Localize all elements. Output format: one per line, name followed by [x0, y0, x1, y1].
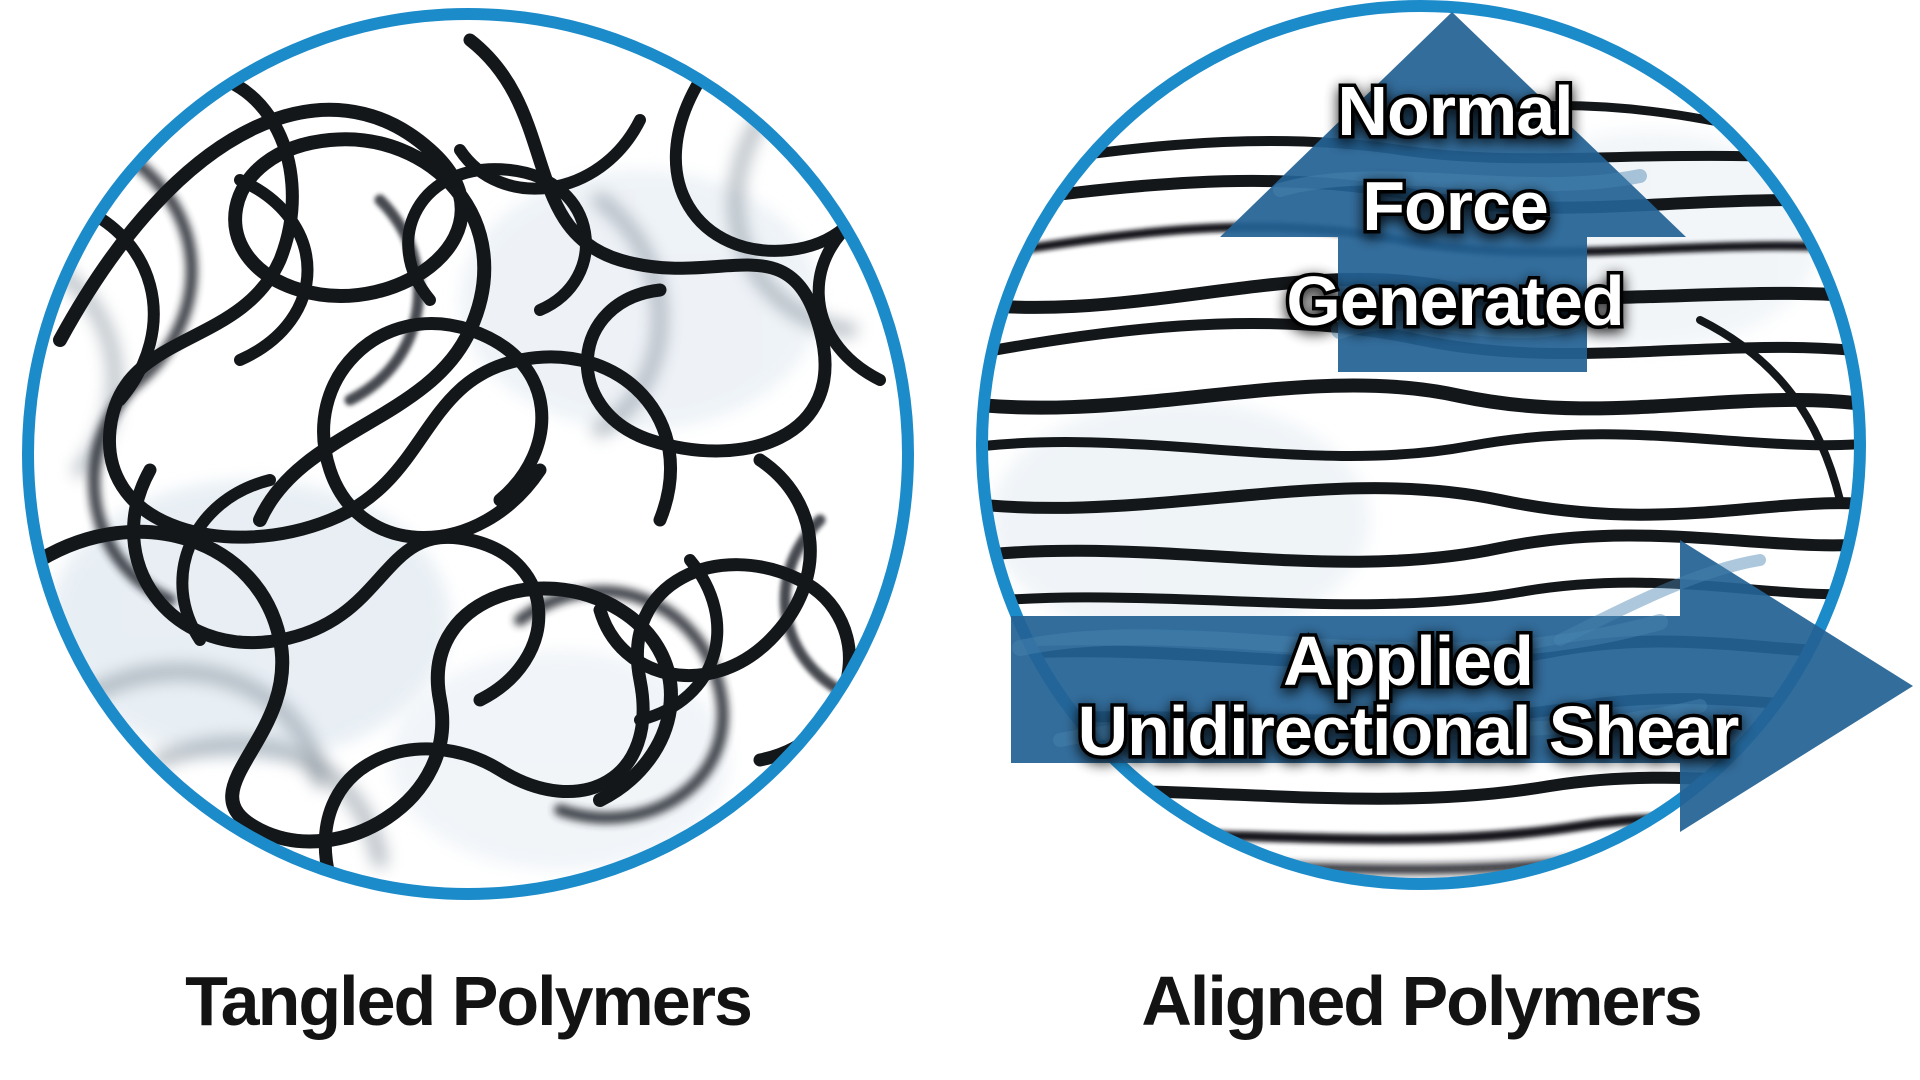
shear-label: Applied Unidirectional Shear [1074, 619, 1743, 774]
right-circle-ring [976, 0, 1866, 890]
aligned-polymers-image: Normal Force Generated Applied Unidirect… [976, 0, 1913, 890]
normal-force-label-line2: Force [1362, 167, 1548, 245]
normal-force-arrow [1220, 12, 1686, 372]
normal-force-label-line3: Generated [1286, 262, 1623, 340]
normal-force-label: Normal Force Generated [1283, 69, 1628, 344]
tangled-polymers-image [22, 8, 914, 900]
tangled-polymers-caption: Tangled Polymers [185, 962, 753, 1040]
shear-arrow [1011, 540, 1913, 832]
shear-label-line1: Applied [1283, 622, 1533, 700]
normal-force-label-line1: Normal [1337, 72, 1572, 150]
aligned-polymers-caption: Aligned Polymers [1141, 962, 1702, 1040]
shear-label-line2: Unidirectional Shear [1078, 692, 1739, 770]
left-circle-ring [22, 8, 914, 900]
